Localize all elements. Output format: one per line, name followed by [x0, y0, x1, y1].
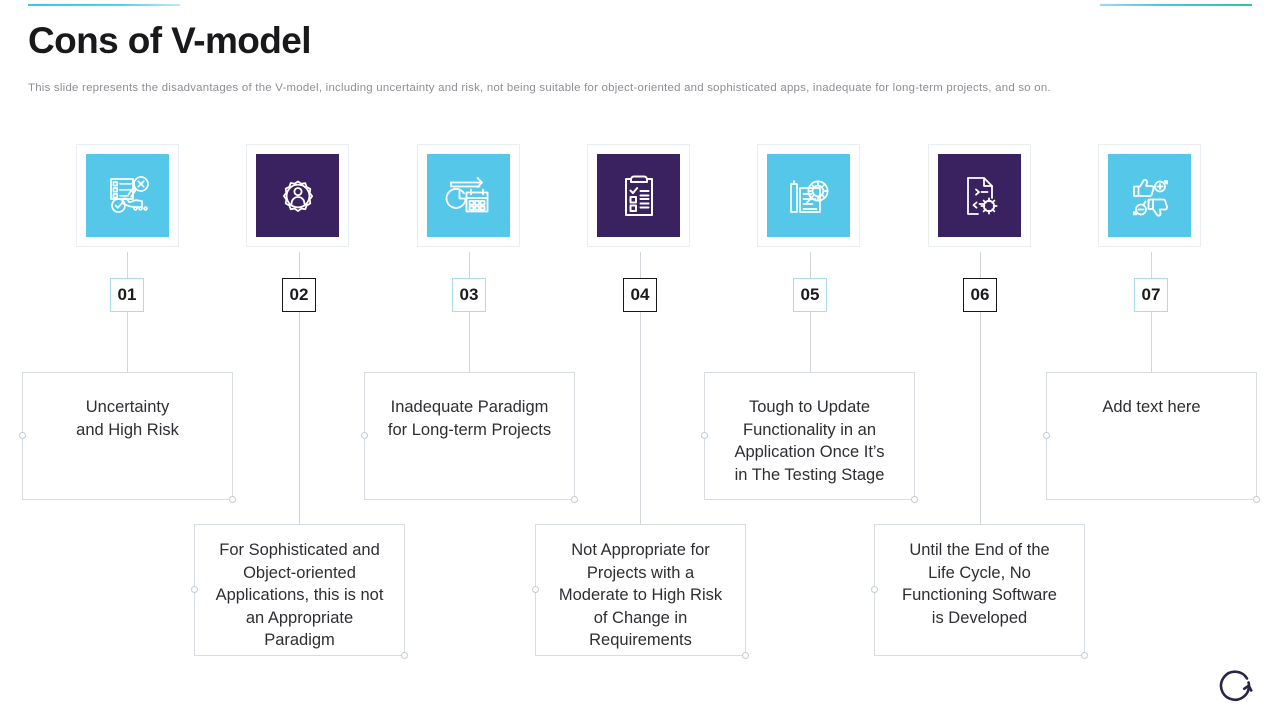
- gear-person-icon: [282, 180, 313, 212]
- card-handle-br-04[interactable]: [742, 652, 749, 659]
- step-icon-tile-02: [256, 154, 339, 237]
- top-accent-right: [1100, 4, 1252, 6]
- card-handle-left-04[interactable]: [532, 586, 539, 593]
- step-icon-frame-02[interactable]: [246, 144, 349, 247]
- step-badge-label-03: 03: [459, 285, 479, 304]
- step-badge-label-06: 06: [970, 285, 990, 304]
- step-icon-frame-05[interactable]: [757, 144, 860, 247]
- step-badge-04[interactable]: 04: [623, 278, 657, 312]
- card-handle-left-01[interactable]: [19, 432, 26, 439]
- step-card-text-07: Add text here: [1102, 398, 1201, 416]
- document-checklist-reject-icon: [109, 175, 149, 213]
- step-icon-tile-06: [938, 154, 1021, 237]
- card-handle-left-06[interactable]: [871, 586, 878, 593]
- step-card-07[interactable]: Add text here: [1043, 372, 1260, 503]
- page-title: Cons of V-model: [28, 20, 312, 61]
- step-icon-frame-03[interactable]: [417, 144, 520, 247]
- step-badge-label-05: 05: [800, 285, 820, 304]
- step-badge-label-07: 07: [1141, 285, 1161, 304]
- card-handle-left-02[interactable]: [191, 586, 198, 593]
- card-handle-br-06[interactable]: [1081, 652, 1088, 659]
- circular-arrow-logo: [1219, 670, 1253, 702]
- step-badge-label-01: 01: [117, 285, 137, 304]
- step-badge-05[interactable]: 05: [793, 278, 827, 312]
- card-handle-left-05[interactable]: [701, 432, 708, 439]
- card-handle-br-02[interactable]: [401, 652, 408, 659]
- step-icon-tile-04: [597, 154, 680, 237]
- step-icon-tile-03: [427, 154, 510, 237]
- step-badge-01[interactable]: 01: [110, 278, 144, 312]
- card-handle-br-03[interactable]: [571, 496, 578, 503]
- step-badge-label-04: 04: [630, 285, 650, 304]
- step-badge-06[interactable]: 06: [963, 278, 997, 312]
- card-handle-br-05[interactable]: [911, 496, 918, 503]
- step-badge-02[interactable]: 02: [282, 278, 316, 312]
- card-handle-br-01[interactable]: [229, 496, 236, 503]
- card-handle-left-03[interactable]: [361, 432, 368, 439]
- step-icon-tile-01: [86, 154, 169, 237]
- step-badge-07[interactable]: 07: [1134, 278, 1168, 312]
- connector-05: [810, 252, 811, 382]
- code-document-gear-icon: [966, 176, 997, 215]
- step-icon-frame-06[interactable]: [928, 144, 1031, 247]
- thumbs-up-down-icon: [1132, 178, 1168, 217]
- step-badge-03[interactable]: 03: [452, 278, 486, 312]
- connector-01: [127, 252, 128, 382]
- clock-calendar-arrow-icon: [445, 176, 488, 212]
- top-accent-left: [28, 4, 180, 6]
- connector-04: [640, 252, 641, 524]
- connector-06: [980, 252, 981, 524]
- step-icon-frame-04[interactable]: [587, 144, 690, 247]
- step-icon-frame-01[interactable]: [76, 144, 179, 247]
- connector-03: [469, 252, 470, 382]
- step-icon-tile-07: [1108, 154, 1191, 237]
- report-magnifier-gear-icon: [789, 179, 828, 213]
- connector-02: [299, 252, 300, 524]
- clipboard-checklist-icon: [624, 175, 653, 216]
- step-icon-tile-05: [767, 154, 850, 237]
- card-handle-br-07[interactable]: [1253, 496, 1260, 503]
- page-subtitle: This slide represents the disadvantages …: [28, 82, 1051, 94]
- step-icon-frame-07[interactable]: [1098, 144, 1201, 247]
- card-handle-left-07[interactable]: [1043, 432, 1050, 439]
- step-badge-label-02: 02: [289, 285, 309, 304]
- connector-07: [1151, 252, 1152, 382]
